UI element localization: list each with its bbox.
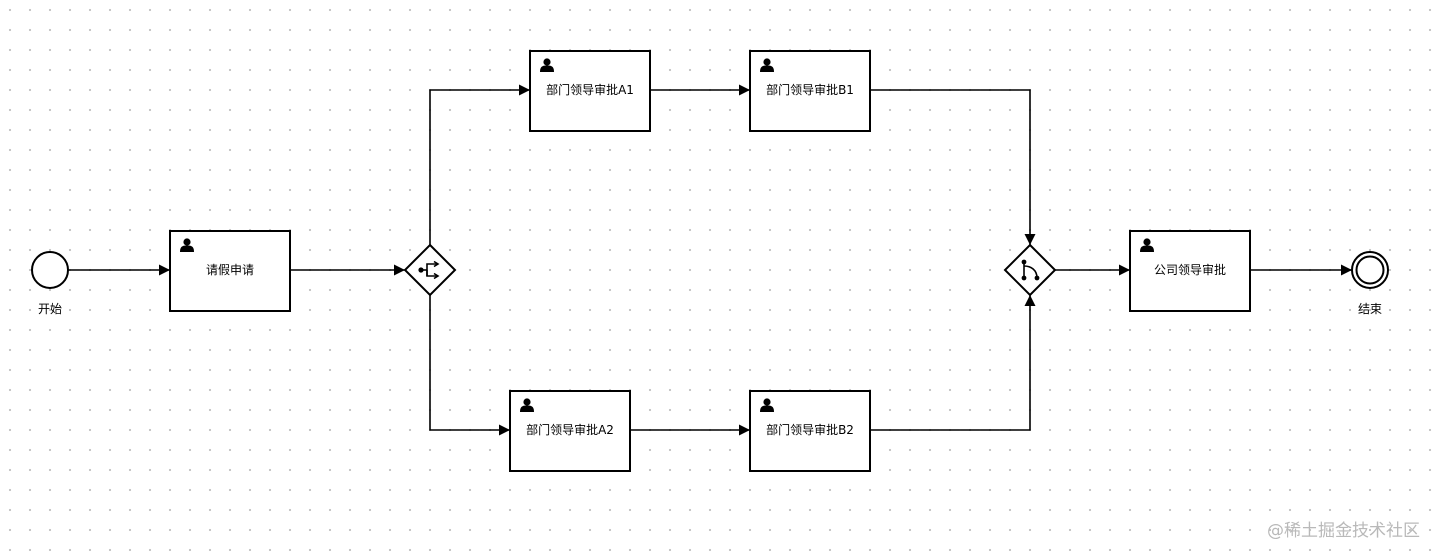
start-event-label: 开始 [38, 302, 62, 316]
end-event[interactable] [1351, 251, 1389, 289]
flow-b2-to-join[interactable] [870, 295, 1036, 431]
task-label: 部门领导审批A1 [546, 82, 634, 97]
task-company-approval[interactable]: 公司领导审批 [1129, 230, 1251, 312]
sequence-flows [68, 84, 1352, 436]
end-event-label: 结束 [1358, 302, 1382, 316]
inclusive-join-icon [1021, 259, 1040, 281]
task-label: 部门领导审批B1 [766, 82, 854, 97]
flow-b1-to-join[interactable] [870, 89, 1036, 245]
start-event[interactable] [31, 251, 69, 289]
inclusive-split-icon [418, 260, 440, 280]
task-label: 请假申请 [206, 263, 254, 277]
task-dept-approval-a1[interactable]: 部门领导审批A1 [529, 50, 651, 132]
task-label: 部门领导审批B2 [766, 422, 854, 437]
task-dept-approval-b2[interactable]: 部门领导审批B2 [749, 390, 871, 472]
task-dept-approval-b1[interactable]: 部门领导审批B1 [749, 50, 871, 132]
task-label: 部门领导审批A2 [526, 422, 614, 437]
flow-split-to-a2[interactable] [429, 294, 510, 436]
task-leave-request[interactable]: 请假申请 [169, 230, 291, 312]
task-label: 公司领导审批 [1154, 262, 1226, 277]
watermark-text: @稀土掘金技术社区 [1267, 521, 1420, 541]
split-gateway[interactable] [403, 243, 457, 297]
task-dept-approval-a2[interactable]: 部门领导审批A2 [509, 390, 631, 472]
flow-split-to-a1[interactable] [429, 84, 530, 246]
join-gateway[interactable] [1003, 243, 1057, 297]
